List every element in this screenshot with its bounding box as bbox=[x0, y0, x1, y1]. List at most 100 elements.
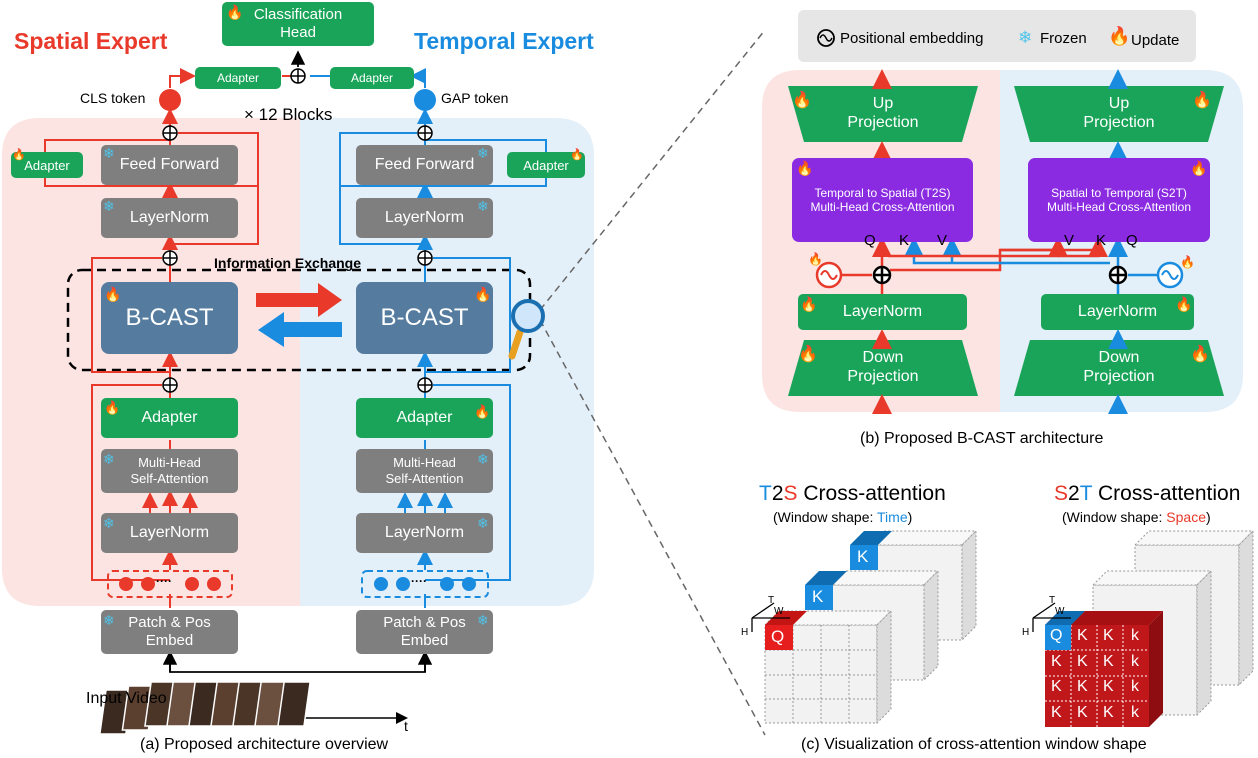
flame-icon: 🔥 bbox=[104, 286, 122, 302]
s2t-q-letter: Q bbox=[1050, 627, 1063, 644]
mhsa-spatial-label: Multi-Head Self-Attention bbox=[130, 455, 209, 486]
legend-frozen-label: Frozen bbox=[1040, 30, 1087, 47]
temporal-token-dots: ···· bbox=[411, 574, 427, 588]
t2s-title-rest: Cross-attention bbox=[797, 482, 946, 505]
s2t-cross-attention-label: Spatial to Temporal (S2T) Multi-Head Cro… bbox=[1046, 185, 1192, 214]
down-projection-right-shape bbox=[1014, 340, 1224, 396]
snowflake-icon: ❄ bbox=[477, 451, 489, 467]
s2t-k-letter: K bbox=[1077, 627, 1088, 644]
flame-icon: 🔥 bbox=[226, 4, 244, 20]
axis-t-label-right: T bbox=[1049, 595, 1056, 606]
magnifier-icon bbox=[508, 299, 545, 360]
classification-head: Classification Head bbox=[222, 2, 374, 46]
t2s-k-letter-2: K bbox=[857, 547, 869, 566]
s2t-window-prefix: (Window shape: bbox=[1062, 509, 1167, 525]
adapter-spatial-lower: Adapter bbox=[101, 398, 238, 438]
layernorm-temporal-lower: LayerNorm bbox=[356, 513, 493, 553]
mhsa-temporal: Multi-Head Self-Attention bbox=[356, 449, 493, 493]
mhsa-spatial: Multi-Head Self-Attention bbox=[101, 449, 238, 493]
snowflake-icon: ❄ bbox=[477, 515, 489, 531]
patch-embed-spatial-label: Patch & Pos Embed bbox=[128, 614, 211, 649]
s2t-k-letter: K bbox=[1103, 653, 1114, 670]
spatial-expert-title: Spatial Expert bbox=[14, 28, 168, 54]
axis-h-label-left: H bbox=[741, 627, 749, 638]
feed-forward-spatial: Feed Forward bbox=[101, 145, 238, 185]
down-projection-right: Down Projection bbox=[1083, 349, 1155, 386]
snowflake-icon: ❄ bbox=[103, 198, 115, 214]
cls-token-dot bbox=[159, 89, 181, 111]
s2t-k-letter: K bbox=[1077, 653, 1088, 670]
layernorm-b-left: LayerNorm bbox=[798, 294, 967, 330]
adapter-temporal-lower: Adapter bbox=[356, 398, 493, 438]
t2s-q-letter: Q bbox=[771, 627, 785, 646]
axis-w-label-left: W bbox=[774, 606, 784, 617]
layernorm-spatial-lower: LayerNorm bbox=[101, 513, 238, 553]
t2s-window-suffix: ) bbox=[907, 509, 913, 525]
s2t-title: S2T Cross-attention bbox=[1054, 482, 1240, 506]
information-exchange-label: Information Exchange bbox=[214, 255, 362, 271]
adapter-ff-right: Adapter bbox=[507, 152, 585, 178]
patch-embed-temporal: Patch & Pos Embed bbox=[356, 610, 493, 654]
t2s-title-t: T bbox=[759, 482, 772, 505]
flame-icon: 🔥 bbox=[1190, 160, 1208, 176]
bcast-temporal: B-CAST bbox=[356, 282, 493, 354]
axis-h-label-right: H bbox=[1022, 627, 1030, 638]
s2t-k-letter: K bbox=[1051, 704, 1062, 721]
s2t-k-letter: K bbox=[1103, 627, 1114, 644]
flame-icon: 🔥 bbox=[1180, 255, 1195, 269]
spatial-token-dots: ···· bbox=[156, 574, 172, 588]
t2s-window-prefix: (Window shape: bbox=[773, 509, 878, 525]
layernorm-spatial-upper: LayerNorm bbox=[101, 198, 238, 238]
s2t-title-t: T bbox=[1079, 482, 1093, 505]
axis-t-label-left: T bbox=[768, 595, 775, 606]
axis-w-label-right: W bbox=[1055, 606, 1065, 617]
t2s-cube-group bbox=[763, 529, 978, 725]
s2t-window: (Window shape: Space) bbox=[1062, 509, 1211, 525]
input-video-label: Input Video bbox=[86, 690, 167, 707]
flame-icon: 🔥 bbox=[1108, 26, 1131, 46]
s2t-red-block bbox=[1045, 611, 1163, 727]
snowflake-icon: ❄ bbox=[477, 612, 489, 628]
adapter-top-left: Adapter bbox=[195, 67, 281, 89]
up-projection-left: Up Projection bbox=[847, 95, 919, 132]
t2s-k-cell-2 bbox=[850, 545, 878, 570]
flame-icon: 🔥 bbox=[800, 296, 818, 312]
layernorm-temporal-upper: LayerNorm bbox=[356, 198, 493, 238]
patch-embed-spatial: Patch & Pos Embed bbox=[101, 610, 238, 654]
s2t-k-letter: k bbox=[1131, 678, 1139, 695]
s2t-k-letter: k bbox=[1131, 704, 1139, 721]
flame-icon: 🔥 bbox=[104, 400, 121, 415]
snowflake-icon: ❄ bbox=[477, 198, 489, 214]
legend-box bbox=[798, 10, 1196, 62]
adapter-ff-left: Adapter bbox=[11, 152, 83, 178]
snowflake-icon: ❄ bbox=[103, 145, 115, 161]
s2t-k-letter: K bbox=[1051, 653, 1062, 670]
feed-forward-temporal: Feed Forward bbox=[356, 145, 493, 185]
caption-b: (b) Proposed B-CAST architecture bbox=[860, 430, 1104, 447]
flame-icon: 🔥 bbox=[792, 92, 812, 109]
s2t-title-rest: Cross-attention bbox=[1092, 482, 1241, 505]
classification-head-label: Classification Head bbox=[253, 6, 343, 41]
v-label-left: V bbox=[937, 232, 948, 249]
s2t-k-letter: K bbox=[1051, 678, 1062, 695]
t2s-k-cell-1 bbox=[805, 585, 833, 610]
snowflake-icon: ❄ bbox=[103, 515, 115, 531]
legend-positional-label: Positional embedding bbox=[840, 30, 984, 47]
flame-icon: 🔥 bbox=[12, 149, 26, 161]
snowflake-icon: ❄ bbox=[1018, 28, 1033, 47]
snowflake-icon: ❄ bbox=[477, 145, 489, 161]
s2t-cross-attention: Spatial to Temporal (S2T) Multi-Head Cro… bbox=[1028, 158, 1210, 242]
flame-icon: 🔥 bbox=[1175, 296, 1193, 312]
q-label-left: Q bbox=[864, 232, 876, 249]
up-projection-left-shape bbox=[788, 86, 978, 142]
information-exchange-box bbox=[66, 268, 532, 372]
caption-a: (a) Proposed architecture overview bbox=[140, 736, 389, 753]
up-projection-right-shape bbox=[1014, 86, 1224, 142]
layernorm-b-right: LayerNorm bbox=[1041, 294, 1194, 330]
flame-icon: 🔥 bbox=[808, 252, 823, 266]
down-projection-left-shape bbox=[788, 340, 978, 396]
snowflake-icon: ❄ bbox=[103, 612, 115, 628]
t2s-window: (Window shape: Time) bbox=[773, 509, 912, 525]
flame-icon: 🔥 bbox=[1192, 92, 1212, 109]
up-projection-right: Up Projection bbox=[1083, 95, 1155, 132]
